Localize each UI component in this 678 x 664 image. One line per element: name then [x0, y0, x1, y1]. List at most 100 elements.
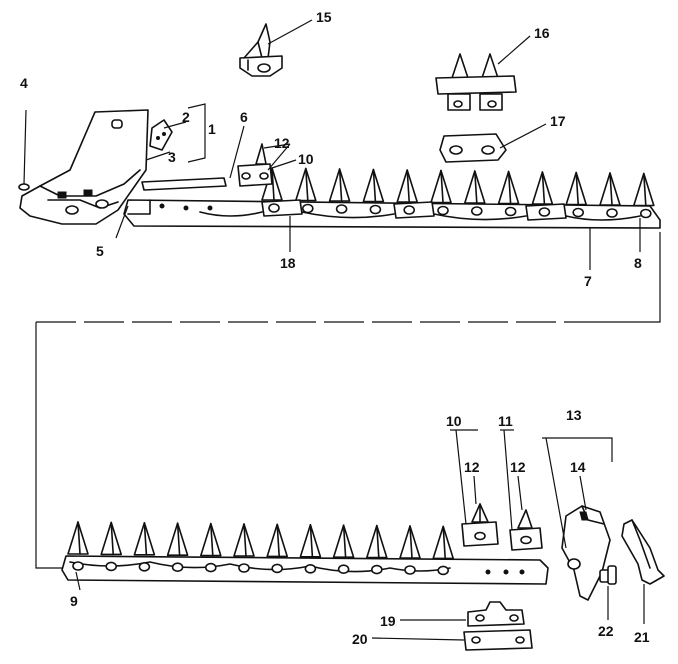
knife-section-edge-top: [305, 167, 309, 202]
bolt-bottom: [72, 561, 84, 571]
knife-section-edge-top: [440, 169, 444, 204]
part-15-knife-section: [239, 23, 283, 77]
knife-section-edge-bottom: [176, 522, 181, 556]
bolt-bottom: [205, 562, 217, 573]
part-10-guard-top: [237, 143, 273, 187]
knife-section-top: [295, 167, 317, 202]
bolt-top: [470, 206, 483, 216]
knife-section-edge-bottom: [442, 525, 446, 560]
bolt-top: [369, 204, 382, 215]
leader-3: [145, 151, 171, 161]
knife-section-edge-top: [372, 168, 377, 203]
leader-16: [497, 35, 531, 65]
bolt-bottom: [404, 565, 416, 575]
leader-17: [499, 123, 547, 149]
knife-section-bottom: [266, 523, 288, 558]
continuation-line-left: [35, 322, 68, 569]
knife-section-bottom: [100, 521, 122, 556]
knife-section-top: [362, 168, 385, 203]
leader-5: [115, 205, 129, 239]
callout-5: 5: [96, 243, 104, 259]
knife-section-edge-top: [474, 170, 478, 204]
knife-section-bottom: [332, 524, 355, 558]
bolt-bottom: [337, 564, 350, 575]
bolt-bottom: [138, 561, 151, 572]
callout-10: 10: [446, 413, 462, 429]
part-8-bolts-top: [268, 203, 652, 219]
part-10-guard-bottom: [461, 503, 499, 547]
callout-15: 15: [316, 9, 332, 25]
callout-1: 1: [208, 121, 216, 137]
knife-section-edge-top: [338, 168, 343, 202]
bracket-1: [187, 103, 206, 163]
part-14-end-block: [561, 505, 611, 601]
knife-section-bottom: [299, 524, 322, 558]
callout-16: 16: [534, 25, 550, 41]
callout-4: 4: [20, 75, 28, 91]
knife-section-top: [464, 170, 486, 204]
part-5-end-plate: [19, 109, 149, 225]
knife-section-bottom: [200, 522, 222, 557]
callout-22: 22: [598, 623, 614, 639]
bolt-top: [268, 203, 280, 213]
leader-13: [545, 437, 567, 549]
knife-clips-bottom: [69, 561, 451, 573]
bolt-bottom: [437, 565, 450, 576]
leader-20: [371, 637, 465, 641]
knife-section-top: [633, 172, 655, 207]
callout-2: 2: [182, 109, 190, 125]
bolt-bottom: [238, 563, 250, 573]
knife-section-bottom: [432, 525, 454, 560]
knife-section-edge-top: [609, 172, 613, 206]
leader-10-top: [271, 159, 297, 169]
bolt-top: [335, 204, 348, 214]
bolt-top: [504, 206, 517, 217]
callout-13: 13: [566, 407, 582, 423]
leader-12b: [517, 475, 523, 511]
knife-section-edge-bottom: [243, 523, 247, 557]
leader-14: [579, 475, 587, 511]
knife-section-edge-bottom: [309, 524, 314, 558]
knife-section-edge-bottom: [210, 522, 214, 557]
bolt-top: [301, 203, 314, 214]
knife-section-edge-top: [575, 171, 579, 206]
part-19-plate: [467, 601, 525, 627]
knife-section-edge-bottom: [276, 523, 280, 558]
part-2-clip: [149, 119, 173, 151]
knife-section-edge-top: [541, 171, 546, 205]
callout-11: 11: [498, 413, 513, 429]
bolt-top: [606, 208, 618, 218]
part-9-bolts-bottom: [72, 561, 450, 576]
callout-17: 17: [550, 113, 566, 129]
callout-3: 3: [168, 149, 176, 165]
knife-section-bottom: [67, 521, 89, 555]
knife-section-edge-top: [507, 170, 512, 205]
bolt-top: [639, 208, 652, 219]
part-17-plate: [439, 133, 507, 163]
bolt-top: [572, 207, 585, 218]
leader-2: [163, 121, 187, 129]
bolt-bottom: [171, 562, 184, 573]
bracket-13: [542, 437, 613, 462]
knife-section-edge-bottom: [143, 522, 148, 556]
knife-section-top: [396, 169, 418, 203]
leader-12a: [473, 475, 477, 505]
knife-section-edge-top: [643, 172, 647, 207]
knife-section-top: [328, 168, 351, 202]
callout-12b: 12: [510, 459, 526, 475]
callout-12-top: 12: [274, 135, 290, 151]
bolt-top: [403, 205, 416, 215]
bolt-top: [538, 207, 551, 217]
leader-15: [267, 19, 313, 45]
leader-12-top: [263, 143, 291, 171]
knife-section-top: [565, 171, 587, 206]
knife-section-bottom: [366, 524, 388, 559]
knife-section-edge-bottom: [342, 524, 347, 558]
part-21-hold-down: [621, 519, 665, 585]
knife-section-bottom: [166, 522, 189, 556]
knife-section-bottom: [233, 523, 255, 557]
callout-21: 21: [634, 629, 650, 645]
leader-4: [23, 109, 27, 185]
callout-7: 7: [584, 273, 592, 289]
